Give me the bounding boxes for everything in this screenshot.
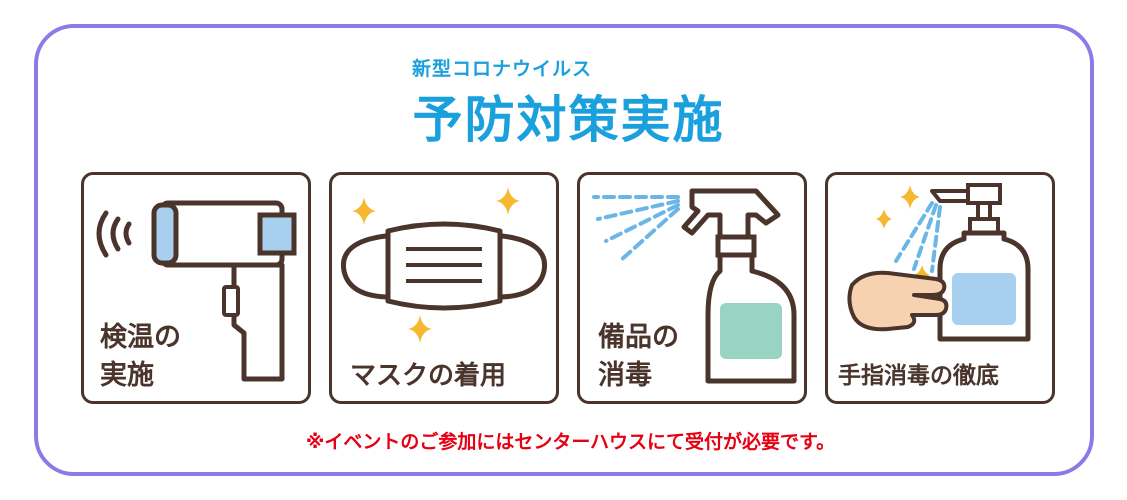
spray-bottle-icon	[592, 188, 797, 384]
label-temperature-line2: 実施	[100, 360, 154, 391]
subtitle: 新型コロナウイルス	[412, 58, 593, 80]
registration-notice: ※イベントのご参加にはセンターハウスにて受付が必要です。	[305, 431, 836, 453]
panel-mask: マスクの着用	[329, 172, 559, 404]
thermometer-gun-icon	[96, 200, 297, 382]
label-equipment-line2: 消毒	[598, 360, 652, 391]
label-mask: マスクの着用	[350, 361, 507, 391]
face-mask-icon	[340, 187, 548, 343]
page-title: 予防対策実施	[412, 91, 725, 149]
panel-disinfect-equipment: 備品の 消毒	[577, 172, 807, 404]
panel-temperature-check: 検温の 実施	[81, 172, 311, 404]
panel-hand-sanitizing: 手指消毒の徹底	[825, 172, 1055, 404]
hand-sanitizer-icon	[847, 183, 1031, 342]
label-equipment-line1: 備品の	[598, 322, 679, 353]
label-temperature-line1: 検温の	[100, 322, 181, 353]
label-hand-sanitizing: 手指消毒の徹底	[838, 363, 999, 389]
